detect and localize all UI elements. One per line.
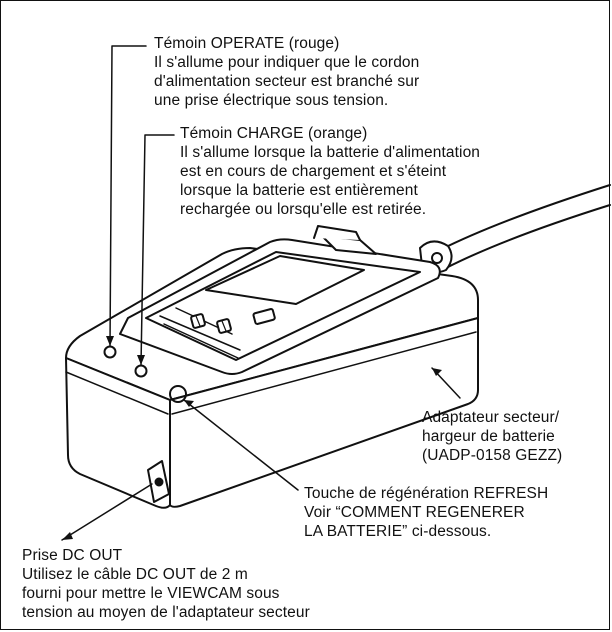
- charge-lamp-line-4: rechargée ou lorsqu'elle est retirée.: [180, 201, 427, 218]
- leader-lines: [61, 45, 461, 541]
- operate-lamp-line-1: Il s'allume pour indiquer que le cordon: [154, 54, 420, 71]
- charge-lamp-line-1: Il s'allume lorsque la batterie d'alimen…: [180, 144, 481, 161]
- charge-lamp-line-2: est en cours de chargement et s'éteint: [180, 163, 447, 180]
- refresh-button: [169, 385, 187, 403]
- dc-out-line-4: tension au moyen de l'adaptateur secteur: [22, 604, 310, 621]
- charge-lamp-title: Témoin CHARGE (orange): [180, 125, 368, 142]
- dc-out-line-3: fourni pour mettre le VIEWCAM sous: [22, 585, 280, 602]
- adapter-line-1: Adaptateur secteur/: [422, 409, 560, 426]
- operate-lamp-line-2: d'alimentation secteur est branché sur: [154, 73, 420, 90]
- charge-lamp-line-3: lorsque la batterie est entièrement: [180, 182, 418, 199]
- operate-lamp-line-3: une prise électrique sous tension.: [154, 92, 389, 109]
- dc-out-line-1: Prise DC OUT: [22, 547, 123, 564]
- refresh-button-label: Touche de régénération REFRESH Voir “COM…: [304, 484, 548, 541]
- adapter-label: Adaptateur secteur/ hargeur de batterie …: [422, 408, 562, 465]
- dc-out-line-2: Utilisez le câble DC OUT de 2 m: [22, 566, 248, 583]
- adapter-line-2: hargeur de batterie: [422, 428, 555, 445]
- refresh-line-1: Touche de régénération REFRESH: [304, 485, 549, 502]
- battery-mount: [119, 225, 441, 375]
- charge-lamp-label: Témoin CHARGE (orange) Il s'allume lorsq…: [180, 124, 480, 219]
- dc-out-label: Prise DC OUT Utilisez le câble DC OUT de…: [22, 546, 310, 622]
- refresh-line-3: LA BATTERIE” ci-dessous.: [304, 523, 492, 540]
- operate-lamp-label: Témoin OPERATE (rouge) Il s'allume pour …: [154, 34, 419, 110]
- adapter-line-3: (UADP-0158 GEZZ): [422, 447, 563, 464]
- operate-lamp-title: Témoin OPERATE (rouge): [154, 35, 340, 52]
- refresh-line-2: Voir “COMMENT REGENERER: [304, 504, 525, 521]
- arrowheads: [62, 336, 442, 540]
